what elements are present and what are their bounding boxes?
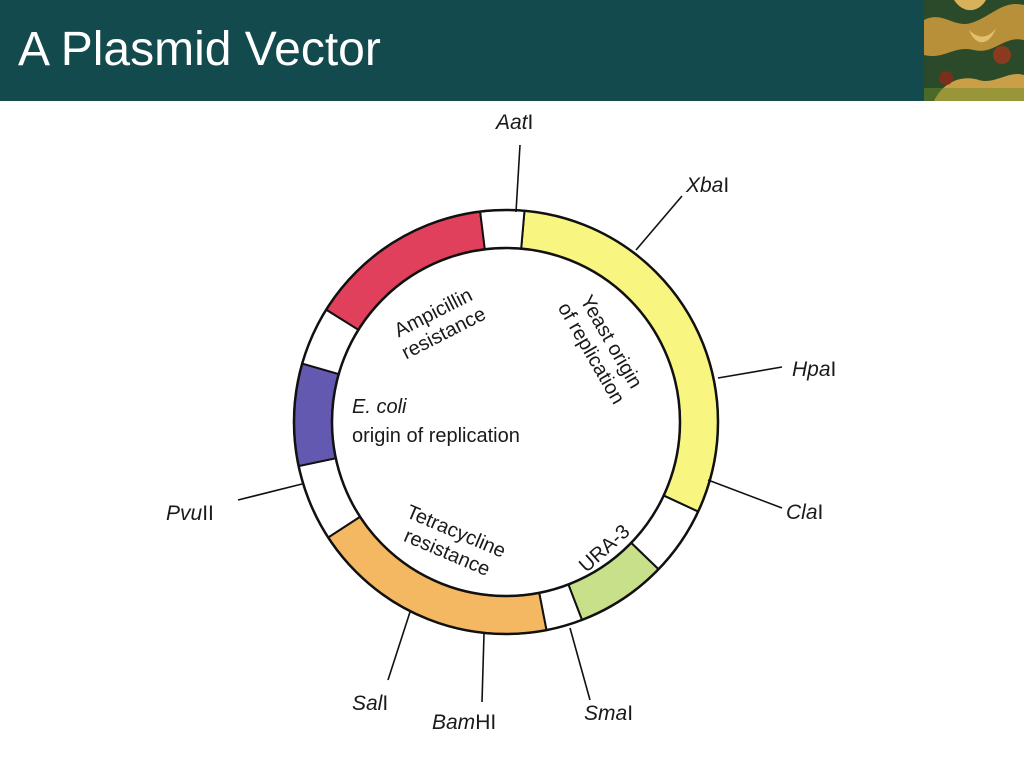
site-label-aati: AatI bbox=[494, 111, 533, 134]
restriction-site-lines bbox=[237, 144, 783, 703]
line-bamhi bbox=[481, 633, 485, 703]
line-smai bbox=[569, 627, 591, 701]
title-bar: A Plasmid Vector bbox=[0, 0, 1024, 101]
site-label-xbai: XbaI bbox=[685, 174, 729, 197]
line-aati bbox=[515, 144, 521, 213]
plasmid-ring bbox=[292, 208, 720, 636]
ampicillin-label: Ampicillin resistance bbox=[391, 284, 490, 364]
site-label-sali: SalI bbox=[352, 692, 388, 715]
svg-text:origin of replication: origin of replication bbox=[352, 425, 520, 447]
segment-gap-aat bbox=[479, 209, 526, 251]
line-sali bbox=[387, 611, 411, 681]
corner-decoration-image bbox=[924, 0, 1024, 101]
svg-text:E. coli: E. coli bbox=[352, 396, 407, 418]
ring-outer-outline bbox=[292, 208, 720, 636]
slide-title: A Plasmid Vector bbox=[18, 23, 381, 76]
site-label-smai: SmaI bbox=[584, 702, 633, 725]
site-label-pvuii: PvuII bbox=[166, 502, 214, 525]
ecoli-origin-label: E. coli origin of replication bbox=[352, 396, 520, 447]
line-clai bbox=[707, 479, 783, 509]
line-pvuii bbox=[237, 483, 303, 501]
site-label-hpai: HpaI bbox=[792, 358, 836, 381]
site-label-clai: ClaI bbox=[786, 501, 823, 524]
line-hpai bbox=[717, 366, 783, 379]
site-label-bamhi: BamHI bbox=[432, 711, 496, 734]
line-xbai bbox=[635, 195, 683, 251]
ring-inner-outline bbox=[330, 246, 682, 598]
